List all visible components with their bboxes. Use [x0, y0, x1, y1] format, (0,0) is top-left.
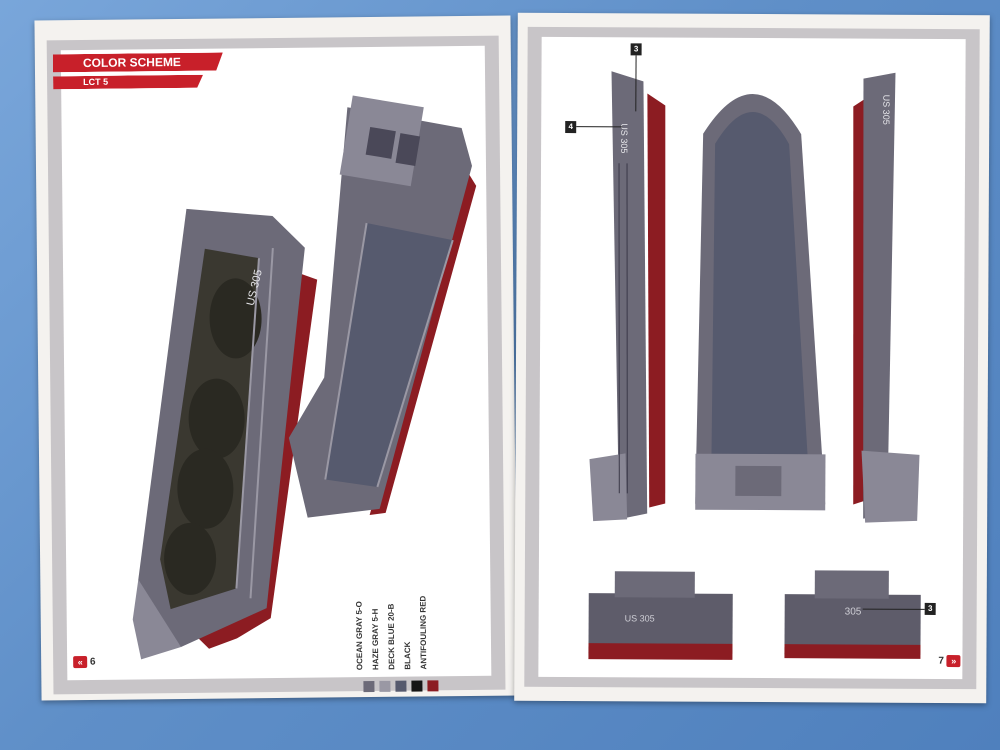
deck-blue-swatch	[395, 680, 407, 692]
legend-label: OCEAN GRAY 5-O	[354, 601, 365, 671]
legend-label: HAZE GRAY 5-H	[370, 608, 381, 671]
color-legend: OCEAN GRAY 5-O HAZE GRAY 5-H DECK BLUE 2…	[355, 571, 473, 693]
page-number-left: « 6	[73, 655, 96, 669]
hull-marking: US 305	[619, 123, 629, 153]
hull-marking: US 305	[881, 95, 891, 125]
callout-badge: 4	[565, 121, 577, 134]
legend-label: BLACK	[402, 641, 413, 670]
black-swatch	[411, 680, 423, 692]
lct-side-view-port: US 305	[589, 71, 666, 522]
left-page: COLOR SCHEME LCT 5 US 305	[34, 15, 518, 701]
lct-stern-view: 305	[784, 570, 921, 659]
legend-label: DECK BLUE 20-B	[386, 603, 397, 670]
antifouling-red-swatch	[427, 680, 439, 692]
legend-item: ANTIFOULING RED	[418, 571, 441, 692]
lct-empty-illustration	[288, 95, 477, 518]
lct-bow-view: US 305	[588, 571, 733, 660]
lct-loaded-illustration: US 305	[132, 208, 318, 660]
right-page: US 305 US 305 US 305 305 3 4 3 7 »	[514, 12, 990, 704]
ocean-gray-swatch	[363, 680, 375, 693]
legend-item: DECK BLUE 20-B	[387, 572, 409, 692]
callout-badge: 3	[630, 43, 642, 56]
page-number-right: 7 »	[938, 655, 961, 668]
hull-marking: US 305	[625, 613, 655, 623]
lct-side-view-starboard: US 305	[853, 72, 920, 523]
haze-gray-swatch	[379, 680, 391, 692]
double-chevron-right-icon: »	[946, 655, 961, 668]
lct-top-view	[695, 94, 826, 511]
stern-marking: 305	[845, 606, 862, 617]
legend-label: ANTIFOULING RED	[418, 595, 429, 670]
callout-badge: 3	[924, 602, 936, 615]
double-chevron-left-icon: «	[73, 655, 88, 669]
